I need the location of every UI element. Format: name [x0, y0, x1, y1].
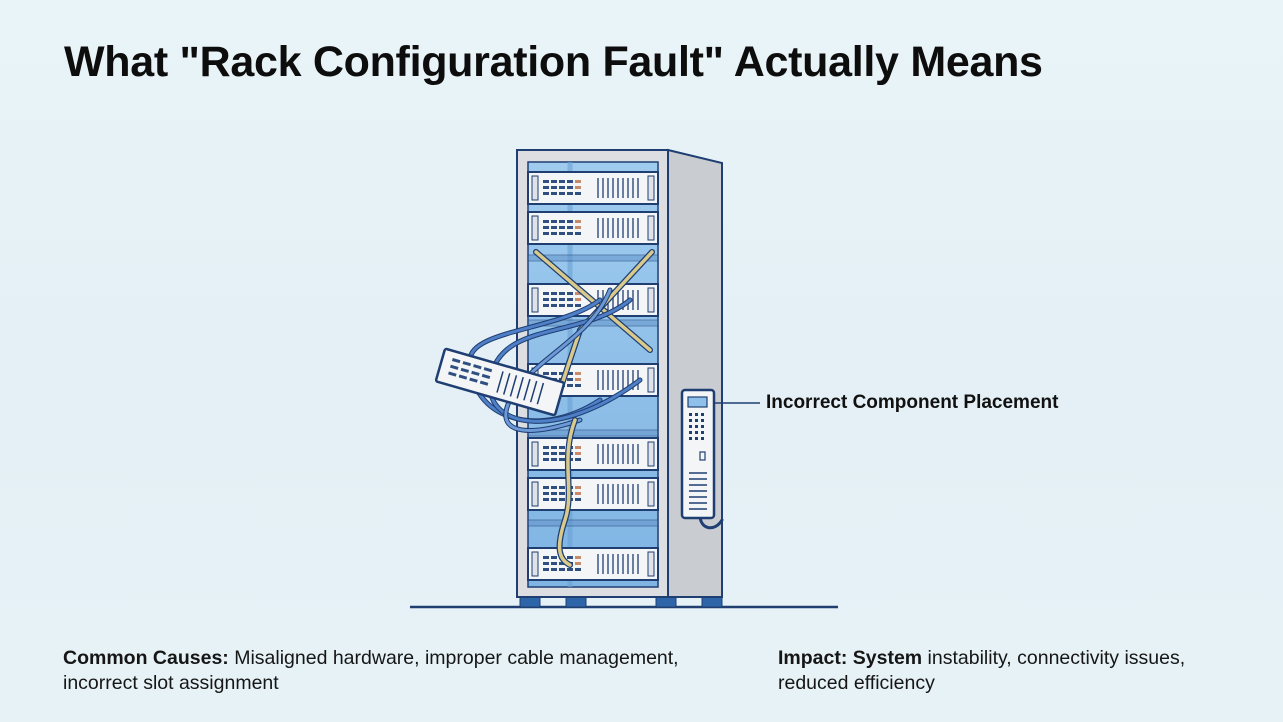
- impact-caption: Impact: System instability, connectivity…: [778, 646, 1248, 696]
- server-unit: [527, 437, 659, 471]
- page-title: What "Rack Configuration Fault" Actually…: [64, 38, 1043, 86]
- rack-feet: [519, 596, 723, 608]
- impact-text: instability, connectivity issues, reduce…: [778, 647, 1186, 694]
- callout-label: Incorrect Component Placement: [766, 392, 1059, 413]
- dislodged-server: [434, 347, 566, 417]
- rack-side-panel: [667, 148, 723, 598]
- server-unit: [527, 211, 659, 245]
- pdu-panel: [680, 388, 716, 520]
- server-unit: [527, 477, 659, 511]
- common-causes-text: Misaligned hardware, improper cable mana…: [63, 647, 679, 694]
- common-causes-caption: Common Causes: Misaligned hardware, impr…: [63, 646, 743, 696]
- server-unit: [527, 547, 659, 581]
- impact-heading: Impact: System: [778, 647, 923, 669]
- server-unit: [527, 171, 659, 205]
- common-causes-heading: Common Causes:: [63, 647, 229, 669]
